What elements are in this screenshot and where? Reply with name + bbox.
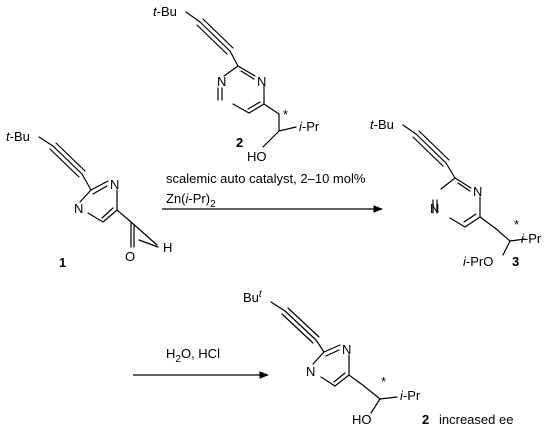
compound-label-1: 1: [59, 255, 66, 270]
ipr-label: i-Pr: [521, 231, 542, 246]
reaction-step-2: H2O, HCl: [133, 346, 269, 379]
atom-n: N: [430, 201, 439, 216]
product-note: increased ee: [439, 412, 513, 427]
compound-3-ether: t-Bu N N * i-Pr i-PrO 3: [370, 117, 542, 269]
tbu-label: But: [243, 289, 263, 305]
reagent-condition: Zn(i-Pr)2: [166, 191, 216, 210]
atom-n: N: [74, 201, 83, 216]
compound-2-product: But N N * i-Pr HO 2 increased ee: [243, 289, 513, 427]
compound-label-3: 3: [512, 254, 519, 269]
ipr-label: i-Pr: [400, 388, 421, 403]
reaction-step-1: scalemic auto catalyst, 2–10 mol% Zn(i-P…: [162, 171, 383, 213]
atom-n: N: [473, 184, 482, 199]
compound-label-2: 2: [236, 135, 243, 150]
ipr-label: i-Pr: [299, 119, 320, 134]
atom-n: N: [342, 342, 351, 357]
tbu-label: t-Bu: [153, 4, 177, 19]
atom-h: H: [163, 240, 172, 255]
hydrolysis-condition: H2O, HCl: [166, 346, 220, 365]
stereocenter-star: *: [283, 107, 288, 122]
atom-n: N: [306, 364, 315, 379]
compound-label-2: 2: [422, 412, 429, 427]
atom-o: O: [125, 249, 135, 264]
hydroxyl-label: HO: [247, 149, 267, 164]
atom-n: N: [217, 74, 226, 89]
stereocenter-star: *: [514, 217, 519, 232]
atom-n: N: [257, 74, 266, 89]
compound-2-catalyst: t-Bu N N * i-Pr HO 2: [153, 4, 320, 164]
stereocenter-star: *: [381, 374, 386, 389]
tbu-label: t-Bu: [370, 117, 394, 132]
compound-1-aldehyde: t-Bu N N O H 1: [6, 129, 172, 270]
atom-n: N: [110, 177, 119, 192]
hydroxyl-label: HO: [352, 412, 372, 427]
tbu-label: t-Bu: [6, 129, 30, 144]
catalyst-condition: scalemic auto catalyst, 2–10 mol%: [166, 171, 366, 186]
ipro-label: i-PrO: [463, 254, 493, 269]
